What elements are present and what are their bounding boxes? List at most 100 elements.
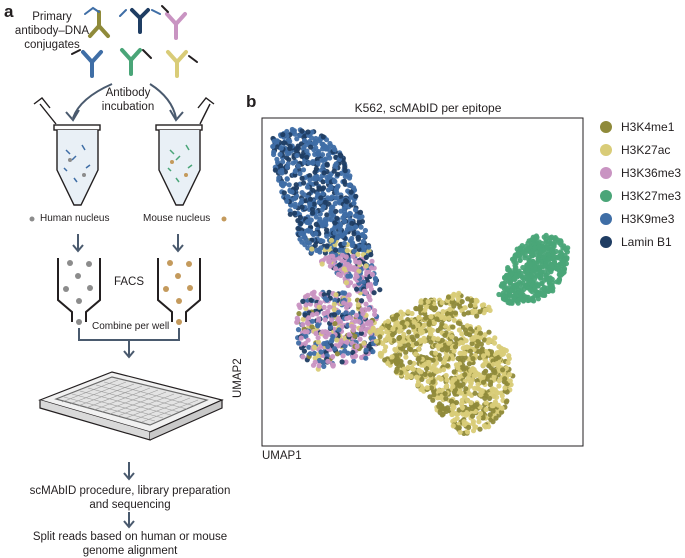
- data-point: [351, 358, 357, 364]
- data-point: [430, 397, 436, 403]
- data-point: [472, 385, 478, 391]
- data-point: [368, 265, 375, 271]
- data-point: [430, 379, 436, 385]
- step1-line1: scMAbID procedure, library preparation: [29, 485, 231, 497]
- facs-arrows: [72, 234, 184, 253]
- data-point: [363, 301, 369, 307]
- data-point: [435, 336, 441, 342]
- data-point: [398, 370, 404, 376]
- data-point: [311, 350, 317, 356]
- tube-contents: [63, 144, 193, 183]
- data-point: [281, 140, 287, 146]
- data-point: [359, 307, 365, 313]
- data-point: [470, 356, 476, 362]
- data-point: [496, 349, 502, 355]
- data-point: [475, 381, 481, 387]
- data-point: [284, 155, 290, 161]
- data-point: [318, 195, 324, 201]
- combine-label: Combine per well: [90, 321, 172, 332]
- data-point: [297, 132, 303, 139]
- data-point: [452, 292, 458, 298]
- legend-label: H3K27ac: [621, 143, 671, 157]
- data-point: [482, 361, 488, 367]
- data-point: [493, 415, 499, 421]
- data-point: [287, 145, 293, 152]
- data-point: [416, 315, 422, 321]
- data-point: [477, 309, 483, 315]
- data-point: [347, 226, 353, 232]
- data-point: [333, 266, 339, 272]
- data-point: [480, 353, 487, 359]
- step1-line2: and sequencing: [89, 499, 171, 511]
- data-point: [284, 164, 290, 170]
- data-point: [423, 315, 429, 321]
- data-point: [427, 394, 433, 400]
- antibody-blue-navy: [119, 8, 161, 34]
- data-point: [469, 413, 476, 419]
- data-point: [335, 234, 341, 240]
- data-point: [453, 400, 460, 406]
- step-procedure-label: scMAbID procedure, library preparation a…: [14, 484, 246, 512]
- data-point: [442, 332, 448, 338]
- data-point: [481, 370, 487, 376]
- data-point: [311, 293, 317, 299]
- data-point: [330, 253, 336, 259]
- data-point: [482, 332, 488, 338]
- data-point: [505, 360, 511, 366]
- data-point: [498, 409, 505, 415]
- data-point: [301, 348, 307, 354]
- data-point: [543, 272, 549, 279]
- data-point: [327, 155, 333, 161]
- data-point: [525, 267, 531, 273]
- data-point: [320, 219, 326, 225]
- antibody-pink: [161, 5, 187, 40]
- data-point: [481, 337, 487, 343]
- legend-label: Lamin B1: [621, 235, 672, 249]
- data-point: [352, 333, 358, 339]
- data-point: [442, 406, 448, 412]
- data-point: [355, 302, 361, 308]
- data-point: [470, 421, 476, 427]
- data-point: [304, 148, 310, 154]
- data-point: [439, 321, 445, 327]
- data-point: [305, 292, 311, 298]
- facs-funnels: [57, 258, 201, 322]
- data-point: [284, 194, 290, 200]
- data-point: [399, 320, 405, 326]
- data-point: [419, 376, 425, 382]
- data-point: [455, 365, 461, 371]
- antibody-icons: [71, 5, 198, 78]
- data-point: [379, 351, 385, 357]
- data-point: [422, 307, 428, 313]
- data-point: [353, 193, 359, 199]
- data-point: [309, 129, 315, 135]
- data-point: [464, 410, 470, 416]
- data-point: [348, 280, 354, 286]
- data-point: [356, 214, 362, 221]
- data-point: [293, 185, 300, 191]
- data-point: [492, 370, 498, 376]
- data-point: [343, 304, 350, 311]
- data-point: [548, 240, 554, 246]
- data-point: [311, 201, 317, 207]
- data-point: [271, 149, 277, 155]
- data-point: [421, 335, 427, 341]
- data-point: [460, 381, 466, 387]
- data-point: [338, 272, 344, 279]
- data-point: [353, 312, 359, 318]
- data-point: [427, 372, 433, 378]
- data-point: [447, 306, 453, 312]
- data-point: [339, 359, 345, 365]
- data-point: [353, 259, 359, 265]
- data-point: [382, 357, 388, 363]
- data-point: [309, 324, 315, 330]
- data-point: [342, 168, 348, 174]
- data-point: [458, 390, 465, 396]
- antibody-yellow: [166, 50, 198, 78]
- data-point: [450, 383, 456, 389]
- data-point: [332, 200, 338, 207]
- data-point: [363, 263, 369, 269]
- data-point: [519, 275, 526, 281]
- data-point: [335, 171, 341, 177]
- data-point: [316, 357, 322, 364]
